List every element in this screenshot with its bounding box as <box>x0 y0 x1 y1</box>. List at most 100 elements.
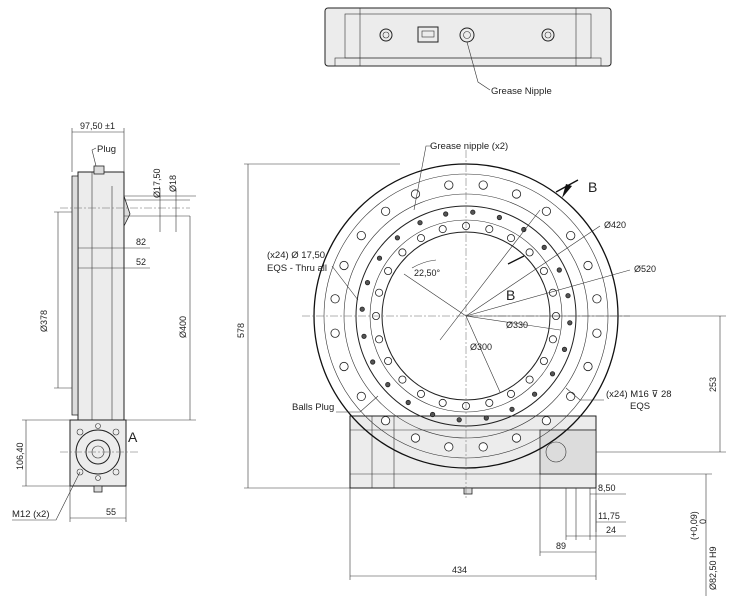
threaded-hole <box>364 279 371 286</box>
inner-bolt-hole <box>539 356 548 365</box>
inner-bolt-hole <box>398 375 407 384</box>
dim-253: 253 <box>708 377 718 392</box>
dim-d1750: Ø17,50 <box>152 168 162 198</box>
inner-bolt-hole <box>438 225 447 234</box>
inner-bolt-hole <box>375 288 384 297</box>
dim-1175: 11,75 <box>598 511 620 521</box>
inner-bolt-hole <box>539 266 548 275</box>
dim-d18: Ø18 <box>168 175 178 192</box>
threaded-hole <box>429 411 436 418</box>
outer-bolt-hole <box>541 206 552 216</box>
threaded-hole <box>470 209 476 215</box>
outer-bolt-hole <box>541 416 552 426</box>
threaded-hole <box>496 214 502 221</box>
angle-label: 22,50° <box>414 268 441 278</box>
grease-nipple-label: Grease Nipple <box>491 86 552 97</box>
threaded-hole <box>370 359 376 365</box>
outer-bolt-hole <box>380 416 391 426</box>
inner-bolt-hole <box>416 234 425 243</box>
threaded-hole <box>567 320 573 326</box>
outer-bolt-hole <box>566 391 576 401</box>
grease-nipple-x2: Grease nipple (x2) <box>430 141 508 152</box>
outer-bolt-hole <box>380 206 391 216</box>
inner-bolt-hole <box>506 234 515 243</box>
outer-bolt-hole <box>339 361 349 372</box>
threaded-hole <box>376 255 383 261</box>
inner-bolt-hole <box>485 225 494 234</box>
side-view: 97,50 ±1 Plug Ø17,50 Ø18 82 52 Ø378 Ø400… <box>12 121 196 522</box>
outer-bolt-hole <box>592 294 602 304</box>
front-view: B B Grease nipple (x2) (x24) Ø 17,50 EQS… <box>236 141 726 596</box>
threads-callout-1: (x24) M16 ⊽ 28 <box>606 389 672 400</box>
inner-bolt-hole <box>384 266 393 275</box>
outer-bolt-hole <box>583 260 593 271</box>
dim-bore: Ø82,50 H9 <box>708 546 718 590</box>
inner-bolt-hole <box>416 389 425 398</box>
view-b-label: B <box>588 179 597 195</box>
outer-bolt-hole <box>566 231 576 241</box>
balls-plug-label: Balls Plug <box>292 402 334 413</box>
outer-bolt-hole <box>330 328 340 338</box>
grease-plate <box>417 26 439 43</box>
threaded-hole <box>483 415 489 421</box>
plug-label: Plug <box>97 144 116 155</box>
outer-bolt-hole <box>444 180 454 190</box>
inner-bolt-hole <box>506 389 515 398</box>
threaded-hole <box>456 417 462 423</box>
holes-callout-2: EQS - Thru all <box>267 263 327 274</box>
threads-callout-2: EQS <box>630 401 650 412</box>
dim-d378: Ø378 <box>39 310 49 332</box>
threaded-hole <box>561 346 568 352</box>
dim-d420: Ø420 <box>604 220 626 230</box>
dim-width: 97,50 ±1 <box>80 121 115 131</box>
m12-label: M12 (x2) <box>12 509 49 520</box>
outer-bolt-hole <box>478 442 488 452</box>
threaded-hole <box>405 399 411 406</box>
view-b-label-2: B <box>506 287 515 303</box>
threaded-hole <box>549 371 556 377</box>
threaded-hole <box>541 244 547 250</box>
dim-d330: Ø330 <box>506 320 528 330</box>
inner-bolt-hole <box>438 398 447 407</box>
threaded-hole <box>531 391 538 397</box>
outer-bolt-hole <box>356 231 366 241</box>
threaded-hole <box>359 306 365 312</box>
outer-bolt-hole <box>330 294 340 304</box>
threaded-hole <box>361 333 367 339</box>
threaded-hole <box>565 293 571 299</box>
outer-bolt-hole <box>511 189 522 199</box>
outer-bolt-hole <box>592 328 602 338</box>
inner-bolt-hole <box>548 288 557 297</box>
threaded-hole <box>509 406 515 412</box>
outer-bolt-hole <box>356 391 366 401</box>
dim-55: 55 <box>106 507 116 517</box>
inner-bolt-hole <box>384 356 393 365</box>
dim-d300: Ø300 <box>470 342 492 352</box>
dim-82: 82 <box>136 237 146 247</box>
dim-578: 578 <box>236 323 246 338</box>
inner-bolt-hole <box>548 335 557 344</box>
inner-bolt-hole <box>525 375 534 384</box>
plug <box>93 165 105 175</box>
outer-bolt-hole <box>410 433 421 443</box>
bolt-holes <box>330 180 602 452</box>
dim-24: 24 <box>606 525 616 535</box>
dim-434: 434 <box>452 565 467 575</box>
dim-52: 52 <box>136 257 146 267</box>
threaded-hole <box>394 235 400 241</box>
dim-tol-lower: 0 <box>698 519 708 524</box>
view-a-label: A <box>128 429 138 445</box>
inner-bolt-hole <box>485 398 494 407</box>
threaded-hole <box>417 220 423 226</box>
outer-bolt-hole <box>410 189 421 199</box>
threaded-hole <box>556 267 562 273</box>
dim-tol-upper: (+0,09) <box>689 511 699 540</box>
outer-bolt-hole <box>444 442 454 452</box>
inner-bolt-hole <box>375 335 384 344</box>
outer-bolt-hole <box>339 260 349 271</box>
inner-bolt-hole <box>398 248 407 257</box>
outer-bolt-hole <box>478 180 488 190</box>
dim-89: 89 <box>556 541 566 551</box>
threaded-hole <box>385 381 391 388</box>
